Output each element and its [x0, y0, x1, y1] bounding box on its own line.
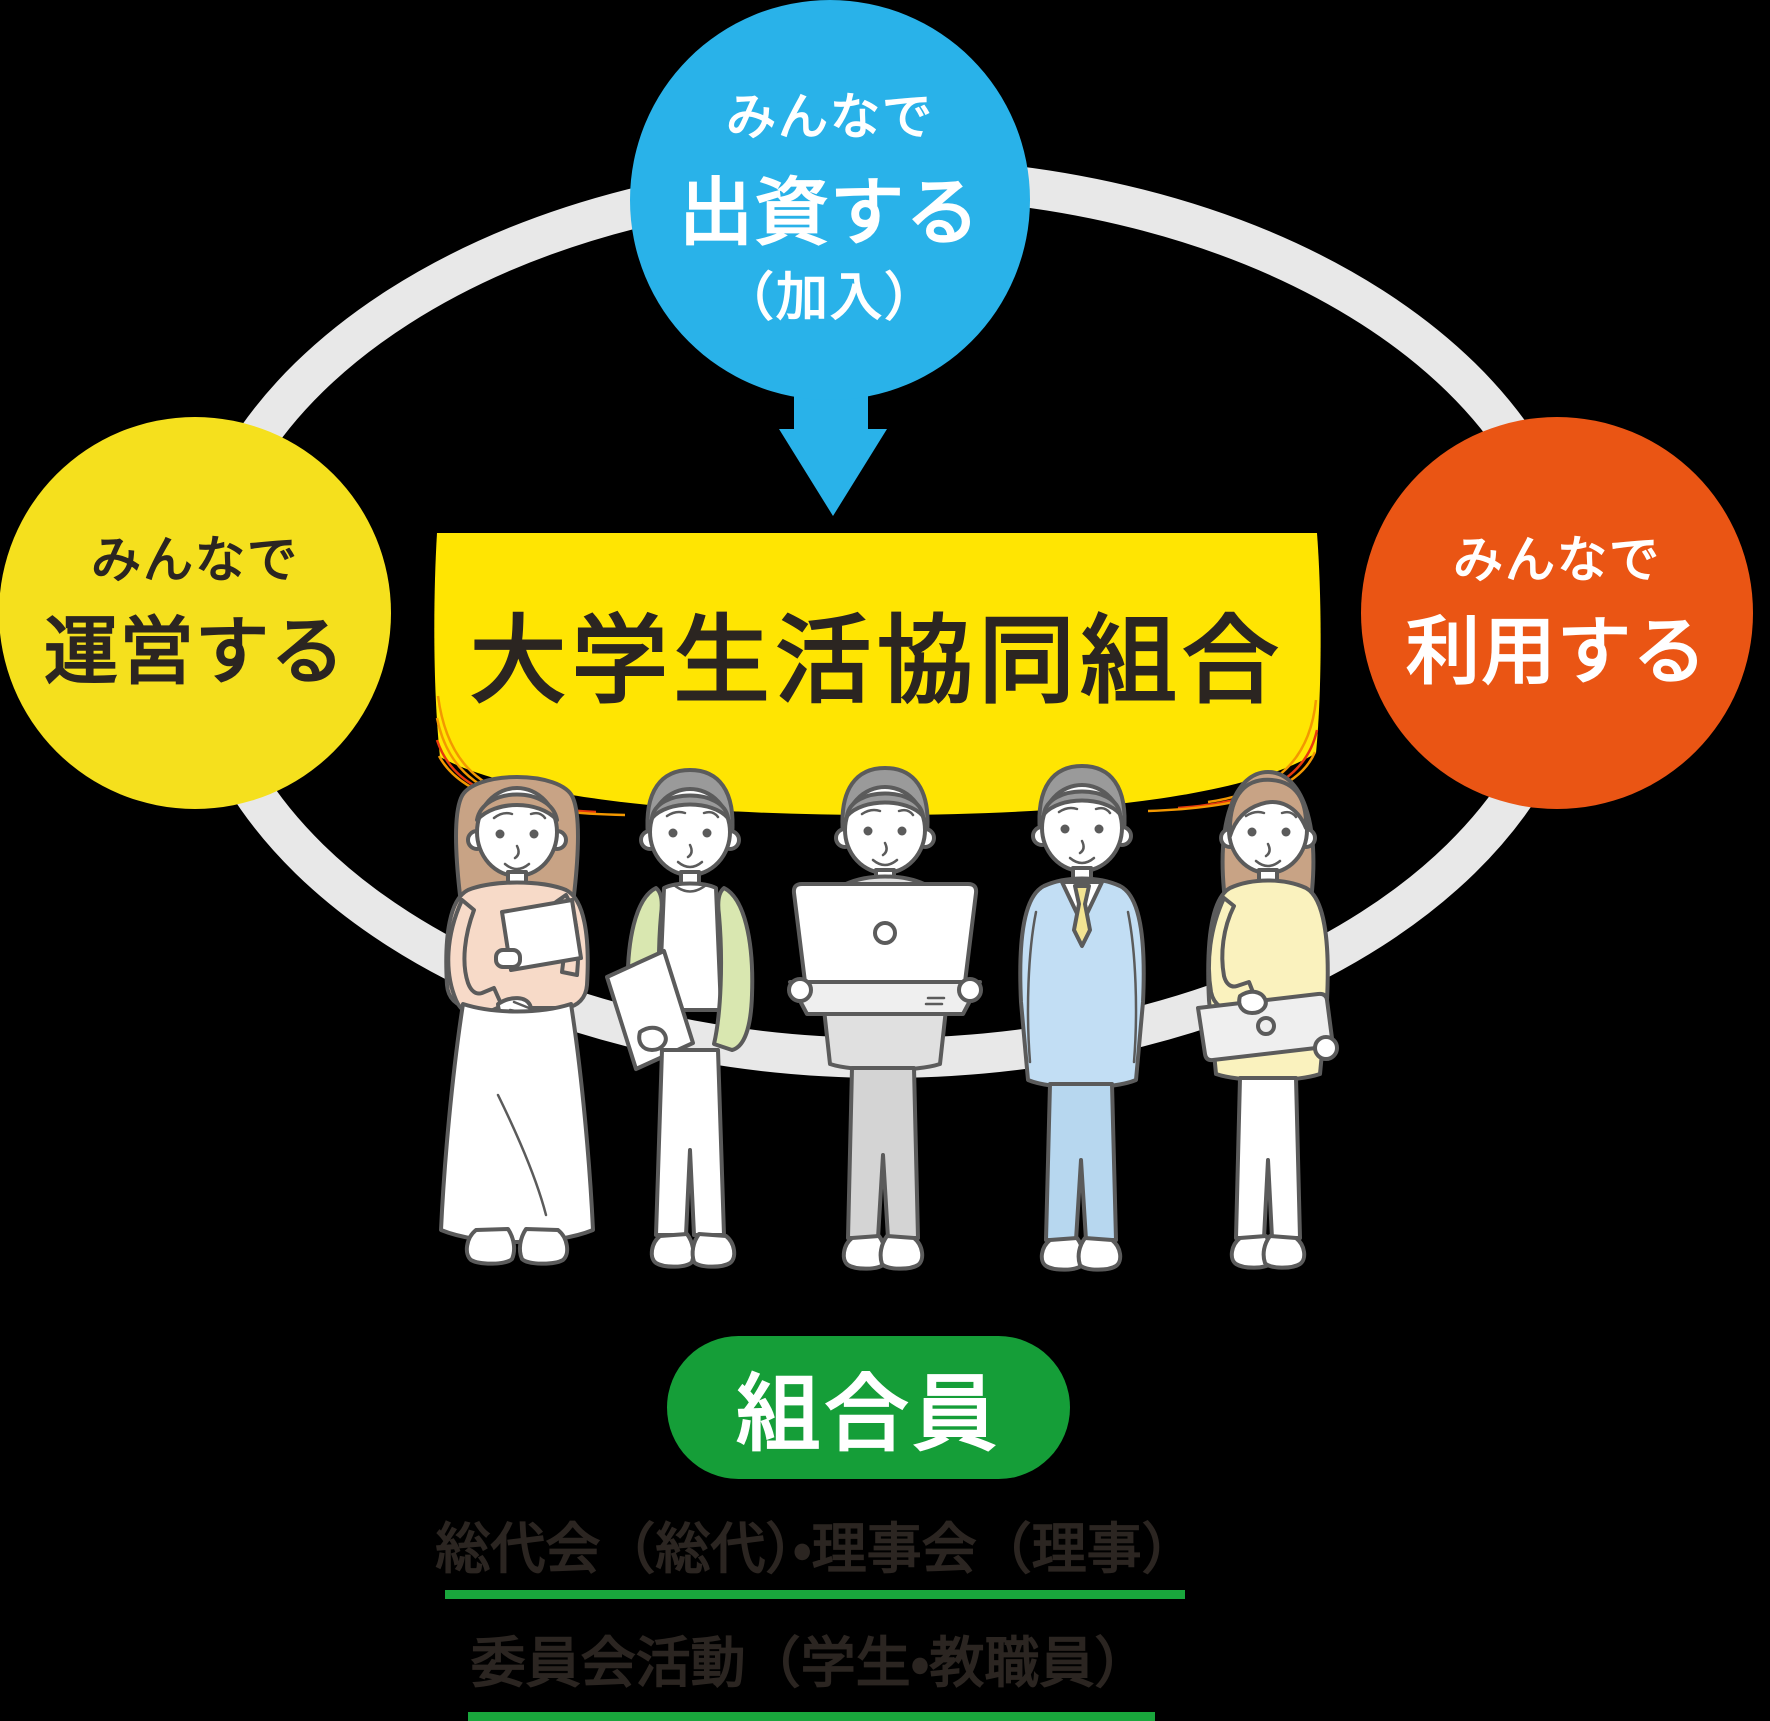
caption-representatives: 総代会（総代）・理事会（理事）	[435, 1518, 1197, 1580]
caption-committees: 委員会活動（学生・教職員）	[470, 1632, 1150, 1694]
use-bubble-line1: みんなで	[1453, 532, 1661, 588]
invest-bubble-line2: 出資する	[679, 171, 981, 254]
banner-paper	[434, 533, 1321, 815]
person-man-suit-laptop	[787, 766, 983, 1271]
person-man-cardigan	[605, 768, 755, 1269]
use-bubble: みんなで 利用する	[1361, 417, 1753, 809]
invest-bubble-line3: （加入）	[721, 269, 939, 327]
operate-bubble-line2: 運営する	[44, 610, 346, 693]
caption-underline-1	[445, 1590, 1185, 1599]
operate-bubble-line1: みんなで	[91, 532, 299, 588]
invest-bubble-line1: みんなで	[726, 89, 934, 145]
use-bubble-line2: 利用する	[1406, 610, 1708, 693]
person-woman-laptop	[1196, 770, 1339, 1270]
down-arrow-icon	[779, 388, 887, 516]
person-woman-document	[439, 775, 595, 1266]
person-man-blue-sweater	[1018, 764, 1146, 1272]
caption-underline-2	[468, 1712, 1155, 1721]
invest-bubble: みんなで 出資する （加入）	[630, 0, 1030, 400]
coop-banner-title: 大学生活協同組合	[469, 607, 1285, 715]
operate-bubble: みんなで 運営する	[0, 417, 391, 809]
member-badge: 組合員	[667, 1336, 1070, 1479]
